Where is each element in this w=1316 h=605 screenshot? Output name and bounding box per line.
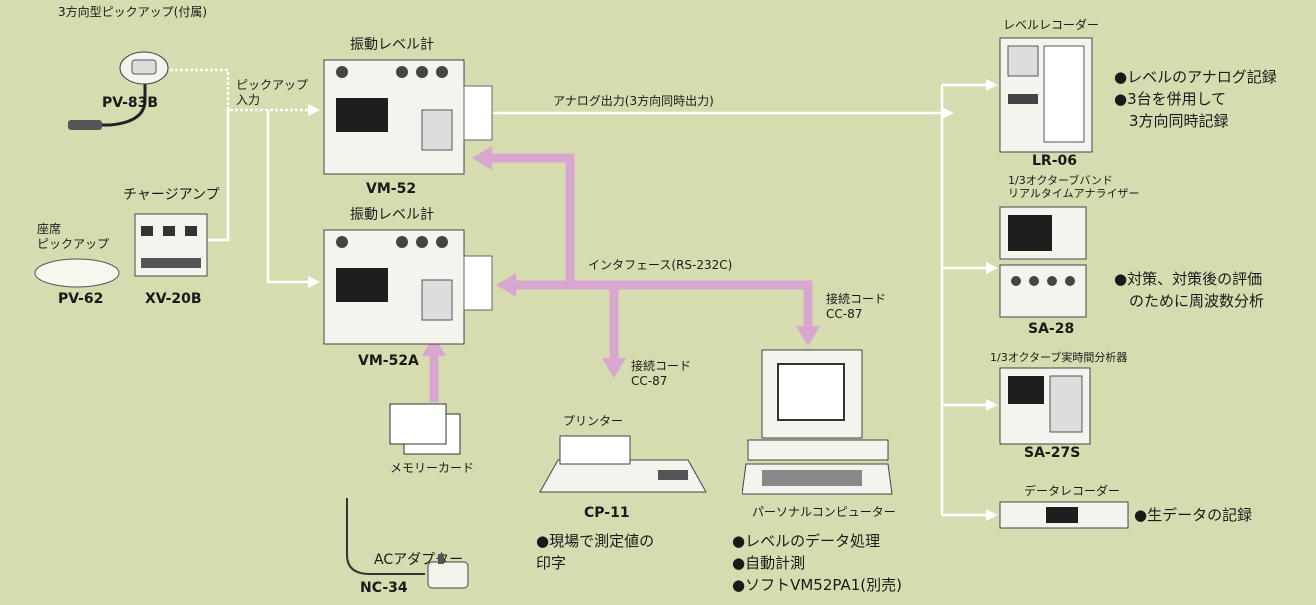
realtime-analyzer-icon bbox=[999, 206, 1087, 318]
pink-arrow-vm52a bbox=[496, 273, 516, 297]
sa28-label: SA-28 bbox=[1028, 321, 1075, 337]
pink-arrow-printer bbox=[602, 358, 626, 378]
arrow-to-recorder-bus bbox=[942, 107, 954, 119]
input-to-vm52a bbox=[266, 110, 308, 284]
lr06-label: LR-06 bbox=[1032, 153, 1077, 169]
charge-amp-caption: チャージアンプ bbox=[123, 187, 220, 203]
ac-cable bbox=[346, 498, 425, 575]
nc34-label: NC-34 bbox=[360, 580, 408, 596]
pink-arrow-pc bbox=[796, 326, 820, 346]
pv62-label: PV-62 bbox=[58, 291, 104, 307]
memory-card-label: メモリーカード bbox=[390, 461, 475, 475]
data-recorder-note: ●生データの記録 bbox=[1134, 506, 1253, 524]
pink-arrow-card bbox=[422, 336, 446, 356]
sa27s-label: SA-27S bbox=[1024, 445, 1081, 461]
analyzer-caption: 1/3オクターブバンド リアルタイムアナライザー bbox=[1008, 174, 1140, 200]
seat-pickup-caption: 座席 ピックアップ bbox=[37, 222, 110, 251]
vm52a-title: 振動レベル計 bbox=[350, 207, 434, 223]
interface-arrows bbox=[429, 153, 813, 402]
ac-adapter-icon bbox=[427, 554, 469, 589]
pc-notes: ●レベルのデータ処理 ●自動計測 ●ソフトVM52PA1(別売) bbox=[732, 532, 902, 594]
printer-note: ●現場で測定値の 印字 bbox=[536, 532, 655, 572]
pv83b-label: PV-83B bbox=[102, 95, 159, 111]
charge-amp-icon bbox=[134, 213, 208, 277]
pickup-input-label: ピックアップ 入力 bbox=[236, 78, 309, 107]
lr06-notes: ●レベルのアナログ記録 ●3台を併用して 3方向同時記録 bbox=[1114, 68, 1277, 130]
pv83b-caption: 3方向型ピックアップ(付属) bbox=[58, 5, 207, 19]
vm52-label: VM-52 bbox=[366, 181, 417, 197]
data-recorder-icon bbox=[999, 501, 1129, 529]
cable-connector-icon bbox=[68, 120, 102, 130]
frequency-analyzer-icon bbox=[999, 367, 1091, 445]
pink-arrow-vm52 bbox=[472, 146, 492, 170]
analog-output-label: アナログ出力(3方向同時出力) bbox=[553, 94, 714, 108]
level-recorder-caption: レベルレコーダー bbox=[1003, 18, 1100, 32]
memory-card-icon bbox=[389, 403, 461, 455]
cord-left-label: 接続コード CC-87 bbox=[631, 359, 692, 388]
vm52-title: 振動レベル計 bbox=[350, 37, 434, 53]
xv20b-label: XV-20B bbox=[145, 291, 202, 307]
vm52a-label: VM-52A bbox=[358, 353, 419, 369]
data-recorder-caption: データレコーダー bbox=[1024, 484, 1121, 498]
xv20b-cable bbox=[207, 110, 230, 242]
cp11-label: CP-11 bbox=[584, 505, 630, 521]
arrow-to-vm52a bbox=[308, 276, 320, 288]
sa27s-caption: 1/3オクターブ実時間分析器 bbox=[990, 351, 1128, 364]
printer-caption: プリンター bbox=[563, 414, 624, 428]
sa28-notes: ●対策、対策後の評価 のために周波数分析 bbox=[1114, 270, 1265, 310]
pc-caption: パーソナルコンピューター bbox=[752, 505, 896, 519]
vibration-meter-icon bbox=[323, 229, 493, 345]
personal-computer-icon bbox=[742, 349, 893, 495]
printer-icon bbox=[539, 435, 707, 493]
seat-pickup-icon bbox=[34, 258, 120, 288]
vibration-meter-icon bbox=[323, 59, 493, 175]
arrow-to-vm52 bbox=[308, 104, 320, 116]
triaxial-pickup-icon bbox=[119, 51, 169, 85]
cord-right-label: 接続コード CC-87 bbox=[826, 292, 887, 321]
level-recorder-icon bbox=[999, 37, 1093, 153]
pv83b-lead bbox=[80, 78, 147, 127]
interface-label: インタフェース(RS-232C) bbox=[588, 258, 733, 272]
